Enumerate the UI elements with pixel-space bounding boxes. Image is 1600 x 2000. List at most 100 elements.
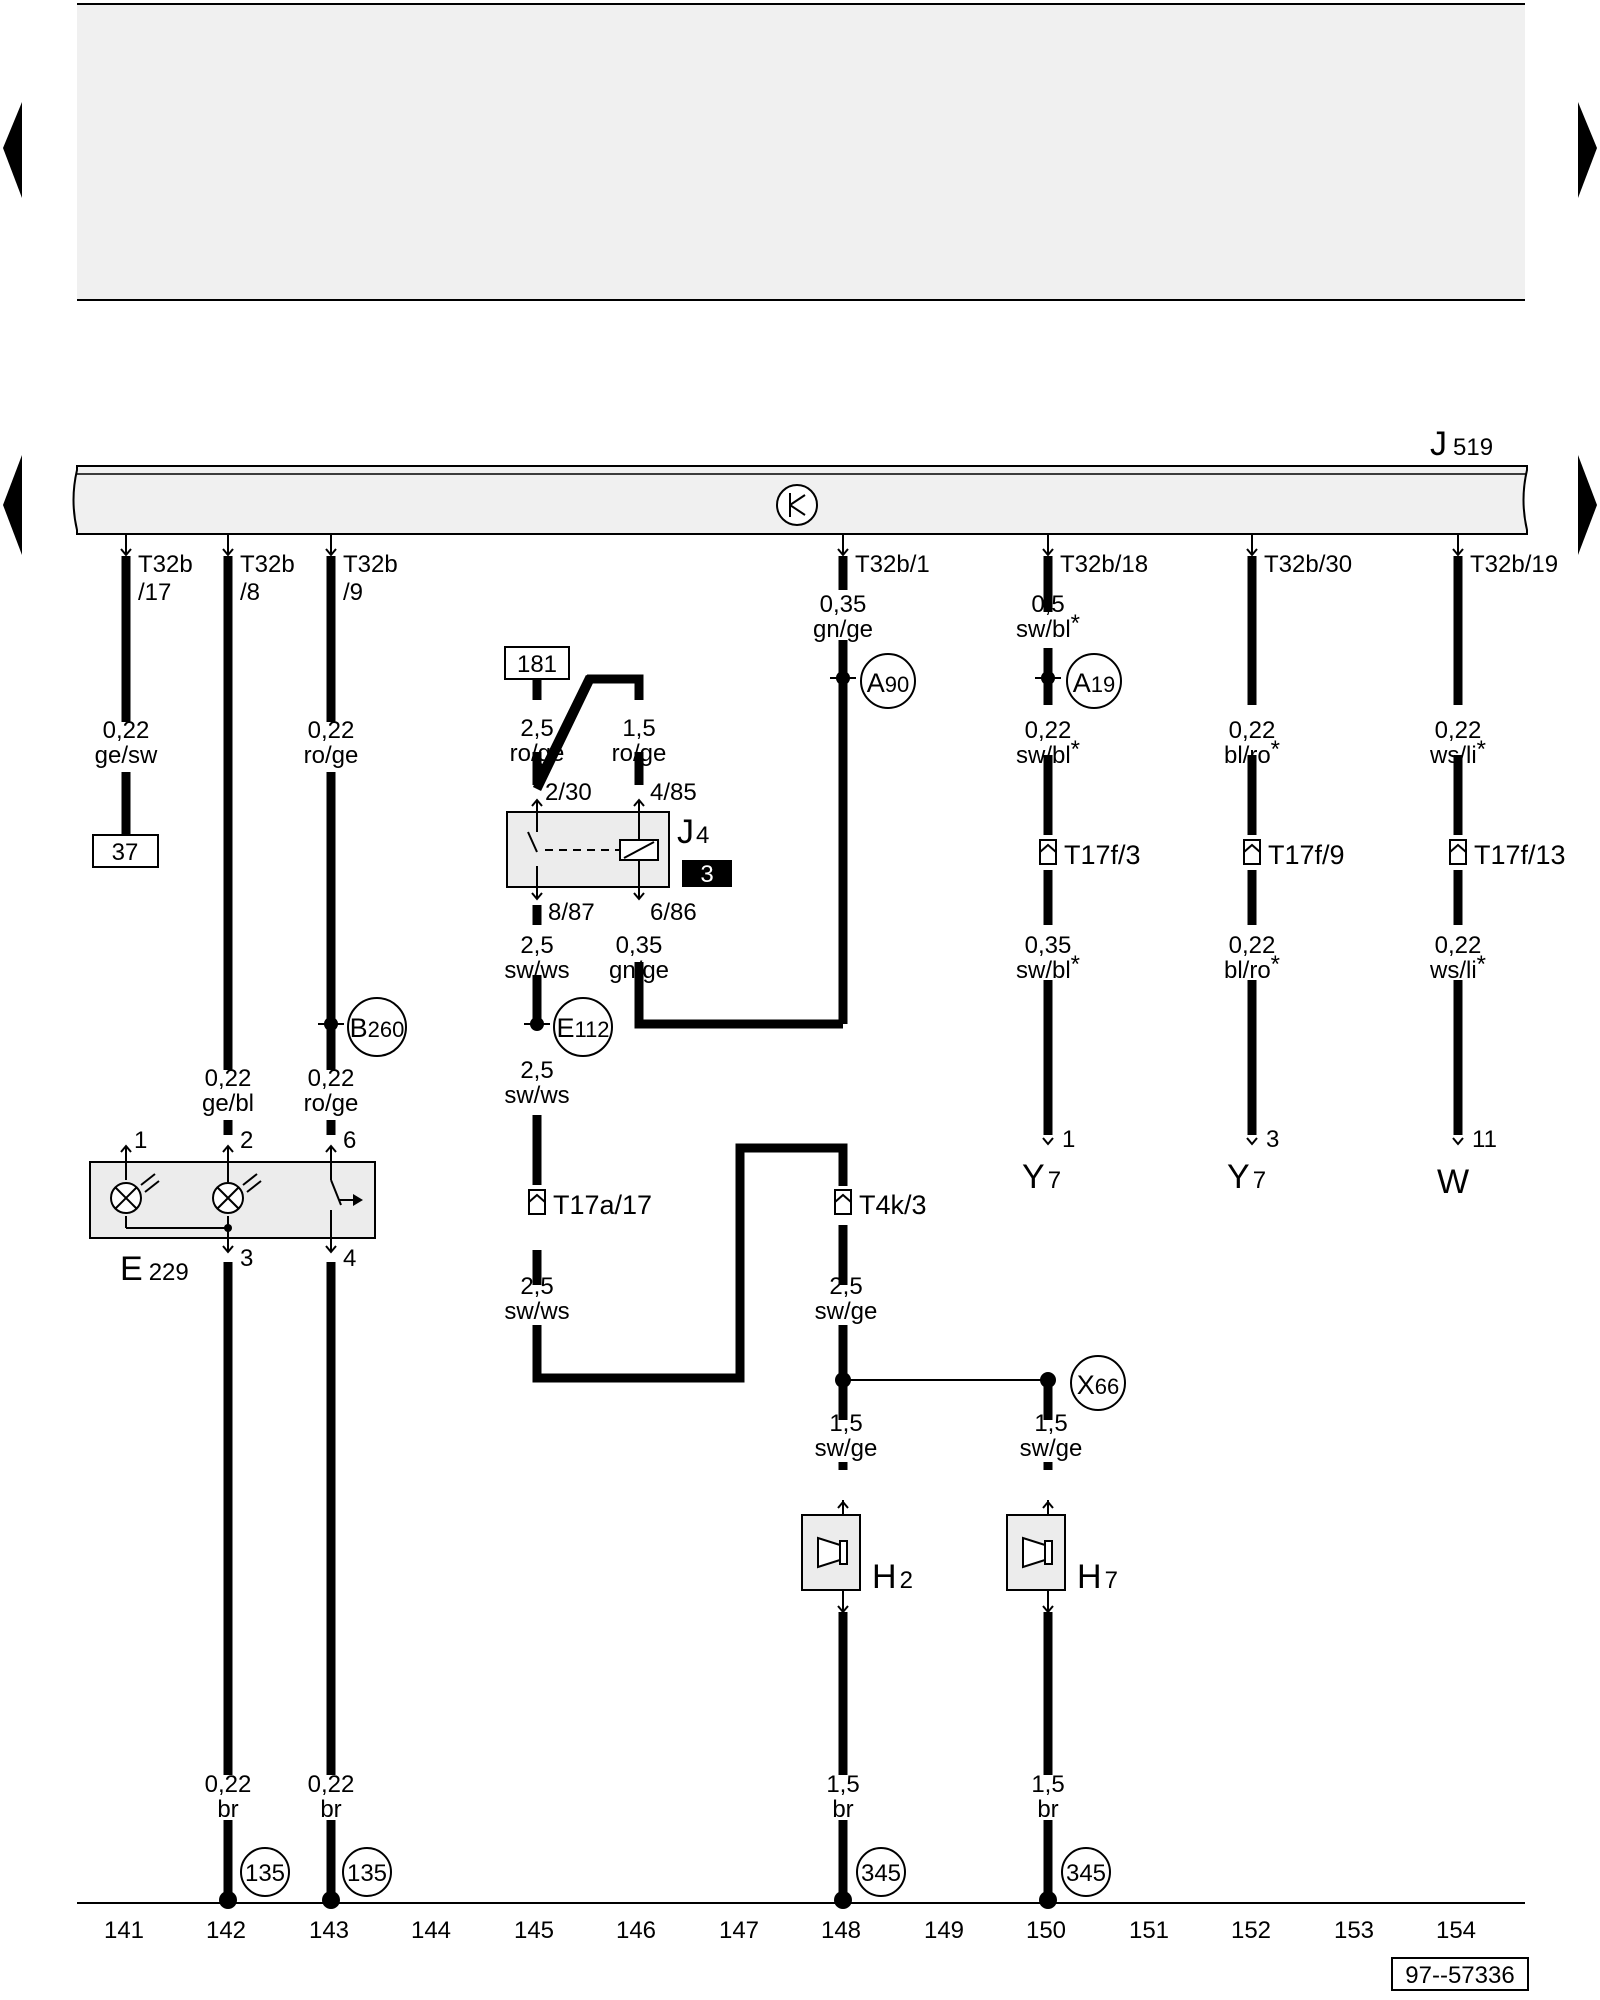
terminal-num: 11 bbox=[1472, 1126, 1497, 1153]
track-number: 152 bbox=[1231, 1917, 1271, 1944]
connection-e112: E112 bbox=[524, 997, 613, 1057]
wire-size: 1,5 bbox=[826, 1771, 859, 1798]
ground-id: 345 bbox=[1066, 1860, 1106, 1887]
switch-pin: 3 bbox=[240, 1245, 253, 1272]
conn-sub: 260 bbox=[368, 1017, 405, 1042]
svg-text:Y7: Y7 bbox=[1227, 1158, 1266, 1196]
wire-size: 0,22 bbox=[308, 1065, 355, 1092]
wire-size: 1,5 bbox=[1034, 1410, 1067, 1437]
horn-name: H bbox=[1077, 1558, 1102, 1596]
track-number: 147 bbox=[719, 1917, 759, 1944]
horn-sub: 7 bbox=[1105, 1567, 1118, 1594]
svg-text:Y7: Y7 bbox=[1022, 1158, 1061, 1196]
wire-color: ro/ge bbox=[510, 740, 565, 767]
connector-t17f-3: T17f/3 bbox=[1039, 839, 1141, 870]
wire-size: 1,5 bbox=[622, 715, 655, 742]
ground-id: 345 bbox=[861, 1860, 901, 1887]
svg-text:J4: J4 bbox=[677, 813, 709, 851]
wire-size: 0,22 bbox=[205, 1771, 252, 1798]
svg-text:H7: H7 bbox=[1077, 1558, 1118, 1596]
terminal-sub: 7 bbox=[1253, 1167, 1266, 1194]
reference-box: 181 bbox=[504, 646, 570, 680]
connection-a19: A19 bbox=[1035, 653, 1122, 709]
switch-pin: 1 bbox=[134, 1127, 147, 1154]
prev-page-arrow-icon[interactable] bbox=[3, 102, 22, 198]
wire-color: sw/ws bbox=[504, 1082, 569, 1109]
wire-size: 0,22 bbox=[1435, 932, 1482, 959]
pin-label: /9 bbox=[343, 579, 363, 606]
wire-size: 2,5 bbox=[520, 932, 553, 959]
relay-sub: 4 bbox=[696, 822, 709, 849]
wire-color: bl/ro bbox=[1224, 957, 1271, 984]
wire-color: ro/ge bbox=[304, 1090, 359, 1117]
wire-labels: 0,22 ge/sw 0,22 ro/ge 0,35 gn/ge 0,5 sw/… bbox=[95, 591, 1486, 1823]
track-number: 141 bbox=[104, 1917, 144, 1944]
terminal-w-11: 11 W bbox=[1437, 1126, 1497, 1201]
wire-color: sw/bl bbox=[1016, 742, 1071, 769]
track-numbers: 141 142 143 144 145 146 147 148 149 150 … bbox=[104, 1917, 1476, 1944]
relay-name: J bbox=[677, 813, 694, 851]
ground-point: 345 bbox=[834, 1847, 906, 1909]
connection-b260: B260 bbox=[318, 997, 407, 1057]
pin-label: T32b/19 bbox=[1470, 551, 1558, 578]
switch-pin: 4 bbox=[343, 1245, 356, 1272]
pin-labels: T32b /17 T32b /8 T32b /9 T32b/1 T32b/18 … bbox=[138, 551, 1558, 606]
wire-size: 0,22 bbox=[1229, 932, 1276, 959]
connector-t17f-9: T17f/9 bbox=[1243, 839, 1345, 870]
doc-number: 97--57336 bbox=[1391, 1957, 1529, 1991]
svg-text:E112: E112 bbox=[556, 1013, 609, 1043]
wire-color: gn/ge bbox=[609, 957, 669, 984]
pin-label: T32b bbox=[343, 551, 398, 578]
track-number: 148 bbox=[821, 1917, 861, 1944]
wire-size: 2,5 bbox=[520, 715, 553, 742]
relay-badge: 3 bbox=[700, 861, 713, 888]
terminal-name: W bbox=[1437, 1163, 1469, 1201]
wire-color: br bbox=[217, 1796, 238, 1823]
conn-name: A bbox=[1073, 668, 1091, 698]
wire-color: sw/bl bbox=[1016, 957, 1071, 984]
star-mark: * bbox=[1071, 951, 1080, 978]
svg-text:sw/bl*: sw/bl* bbox=[1016, 736, 1080, 769]
star-mark: * bbox=[1477, 951, 1486, 978]
pin-label: T32b/30 bbox=[1264, 551, 1352, 578]
wire-color: sw/ws bbox=[504, 957, 569, 984]
reference-box: 37 bbox=[92, 834, 159, 868]
relay-pin: 2/30 bbox=[545, 779, 592, 806]
track-number: 149 bbox=[924, 1917, 964, 1944]
track-number: 150 bbox=[1026, 1917, 1066, 1944]
pin-label: T32b bbox=[138, 551, 193, 578]
ecu-symbol-icon bbox=[776, 484, 818, 526]
ground-id: 135 bbox=[347, 1860, 387, 1887]
terminal-num: 1 bbox=[1062, 1126, 1075, 1153]
ground-point: 345 bbox=[1039, 1847, 1111, 1909]
next-page-arrow-icon[interactable] bbox=[1578, 102, 1597, 198]
j519-name: J bbox=[1430, 425, 1447, 463]
next-section-arrow-icon[interactable] bbox=[1578, 455, 1597, 555]
wire-size: 0,35 bbox=[1025, 932, 1072, 959]
wire-size: 0,35 bbox=[616, 932, 663, 959]
track-number: 145 bbox=[514, 1917, 554, 1944]
switch-name: E bbox=[120, 1250, 143, 1288]
wire-color: sw/ws bbox=[504, 1298, 569, 1325]
terminal-num: 3 bbox=[1266, 1126, 1279, 1153]
pin-label: /17 bbox=[138, 579, 171, 606]
prev-section-arrow-icon[interactable] bbox=[3, 455, 22, 555]
connection-a90: A90 bbox=[830, 653, 916, 709]
connector-label: T17f/13 bbox=[1474, 840, 1566, 870]
wire-color: sw/ge bbox=[1020, 1435, 1083, 1462]
track-number: 154 bbox=[1436, 1917, 1476, 1944]
wire-size: 0,35 bbox=[820, 591, 867, 618]
conn-sub: 19 bbox=[1091, 672, 1115, 697]
svg-text:ws/li*: ws/li* bbox=[1429, 736, 1486, 769]
relay-pin: 8/87 bbox=[548, 899, 595, 926]
conn-sub: 112 bbox=[574, 1017, 609, 1042]
wire-size: 2,5 bbox=[829, 1273, 862, 1300]
wire-size: 1,5 bbox=[1031, 1771, 1064, 1798]
wire-size: 1,5 bbox=[829, 1410, 862, 1437]
wire-color: ge/bl bbox=[202, 1090, 254, 1117]
